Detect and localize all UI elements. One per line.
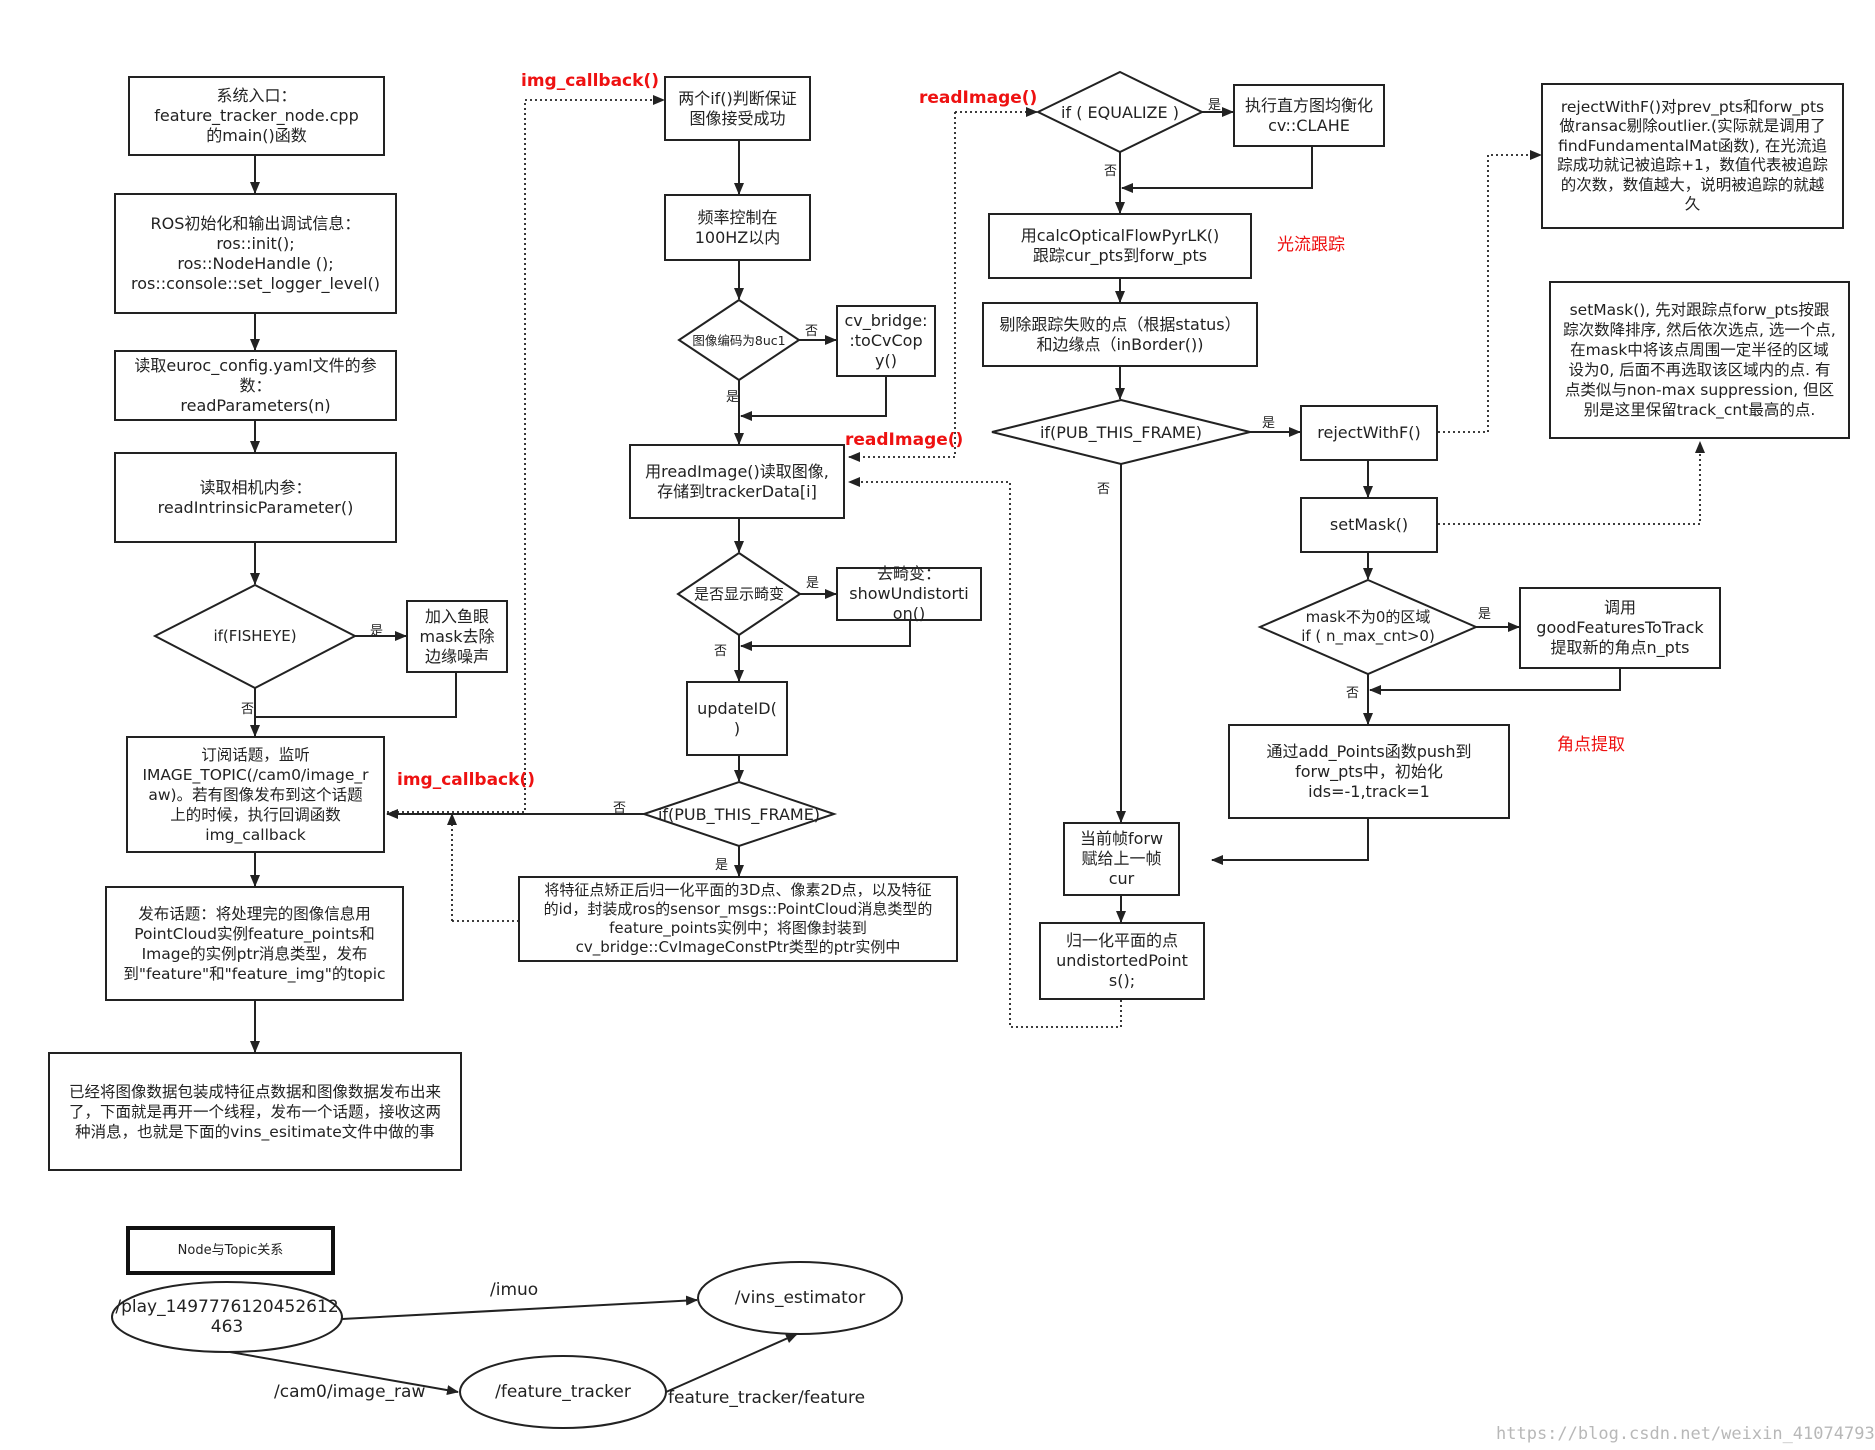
equalize-decision-label: if ( EQUALIZE ) [1061,102,1179,122]
tracker-node-label: /feature_tracker [495,1382,631,1402]
decision-shapes [152,70,1479,848]
no-label: 否 [1104,164,1118,179]
mask-decision-label: mask不为0的区域 if ( n_max_cnt>0) [1301,608,1435,645]
freq-box: 频率控制在 100HZ以内 [664,194,811,261]
update-id-box: updateID( ) [686,681,788,756]
read-image-label: readImage() [919,88,1038,108]
optical-flow-box: 用calcOpticalFlowPyrLK() 跟踪cur_pts到forw_p… [988,213,1252,279]
play-node-label: /play_1497776120452612 463 [115,1297,339,1337]
summary-box: 已经将图像数据包装成特征点数据和图像数据发布出来 了，下面就是再开一个线程，发布… [48,1052,462,1171]
normalize-box: 将特征点矫正后归一化平面的3D点、像素2D点，以及特征 的id，封装成ros的s… [518,876,958,962]
img-callback-label: img_callback() [521,71,659,91]
arrow-6 [255,672,457,718]
imu-topic-label: /imuo [490,1280,539,1300]
encoding-decision-label: 图像编码为8uc1 [692,332,786,348]
arrow-31 [1369,668,1621,695]
watermark-text: https://blog.csdn.net/weixin_41074793 [1496,1424,1875,1444]
arrow-36 [341,1295,698,1320]
arrow-13 [740,376,887,421]
show-undistort-box: 去畸变： showUndistorti on() [836,564,982,623]
read-image-label: readImage() [845,430,964,450]
fisheye-mask-box: 加入鱼眼 mask去除 边缘噪声 [406,600,508,673]
no-label: 否 [241,702,255,717]
yes-label: 否 [805,324,819,339]
node-graph-title: Node与Topic关系 [126,1226,335,1275]
yes-label: 是 [1262,416,1276,431]
no-label: 否 [1346,686,1360,701]
assign-frame-box: 当前帧forw 赋给上一帧 cur [1063,822,1180,896]
read-intrinsic-box: 读取相机内参： readIntrinsicParameter() [114,452,397,543]
reject-f-box: rejectWithF() [1300,405,1438,461]
arrow-17 [740,620,911,651]
fisheye-decision-label: if(FISHEYE) [213,626,297,645]
set-mask-note-box: setMask(), 先对跟踪点forw_pts按跟 踪次数降排序, 然后依次选… [1549,281,1850,439]
no-label: 否 [1097,482,1111,497]
ros-init-box: ROS初始化和输出调试信息： ros::init(); ros::NodeHan… [114,193,397,314]
play-node-ellipse [111,1281,343,1353]
reject-note-box: rejectWithF()对prev_pts和forw_pts 做ransac剔… [1541,83,1844,229]
node-graph-shapes [111,1261,903,1429]
yes-label: 是 [806,576,820,591]
undistorted-points-box: 归一化平面的点 undistortedPoint s(); [1039,922,1205,1000]
remove-failed-box: 剔除跟踪失败的点（根据status） 和边缘点（inBorder()) [982,302,1258,367]
arrow-33 [1211,818,1369,865]
middle-pub-decision-label: if(PUB_THIS_FRAME) [657,804,821,824]
img-callback-label: img_callback() [397,770,535,790]
yes-label: 是 [1478,607,1492,622]
yes-label: 是 [1208,98,1222,113]
subscribe-box: 订阅话题，监听 IMAGE_TOPIC(/cam0/image_r aw)。若有… [126,736,385,853]
no-label: 是 [726,390,740,405]
set-mask-box: setMask() [1300,497,1438,553]
dotted-arrow-3 [848,477,1122,1028]
right-pub-decision-label: if(PUB_THIS_FRAME) [1039,422,1203,442]
check-if-box: 两个if()判断保证 图像接受成功 [664,76,811,141]
dotted-arrow-7 [1438,441,1705,525]
corner-extract-label: 角点提取 [1557,735,1625,755]
read-config-box: 读取euroc_config.yaml文件的参 数： readParameter… [114,350,397,421]
vins-node-ellipse [697,1261,903,1335]
dotted-arrows [387,95,1705,1028]
yes-label: 是 [370,624,384,639]
yes-label: 是 [715,858,729,873]
arrow-23 [1121,146,1313,193]
clahe-box: 执行直方图均衡化 cv::CLAHE [1233,84,1385,147]
feature-topic-label: feature_tracker/feature [668,1388,866,1408]
no-label: 否 [613,801,627,816]
solid-arrows [229,107,1621,1396]
image-topic-label: /cam0/image_raw [274,1382,426,1402]
add-points-box: 通过add_Points函数push到 forw_pts中，初始化 ids=-1… [1228,724,1510,819]
show-undistort-decision-label: 是否显示畸变 [693,584,784,603]
publish-box: 发布话题：将处理完的图像信息用 PointCloud实例feature_poin… [105,886,404,1001]
dotted-arrow-2 [848,112,956,462]
arrow-37 [229,1351,459,1396]
no-label: 否 [714,644,728,659]
read-image-box: 用readImage()读取图像, 存储到trackerData[i] [629,444,845,519]
arrow-38 [665,1333,798,1393]
good-features-box: 调用 goodFeaturesToTrack 提取新的角点n_pts [1519,587,1721,669]
optical-flow-track-label: 光流跟踪 [1277,235,1345,255]
dotted-arrow-6 [1438,150,1542,433]
vins-node-label: /vins_estimator [734,1288,866,1308]
entry-box: 系统入口： feature_tracker_node.cpp 的main()函数 [128,76,385,156]
cv-bridge-box: cv_bridge: :toCvCop y() [836,305,936,377]
